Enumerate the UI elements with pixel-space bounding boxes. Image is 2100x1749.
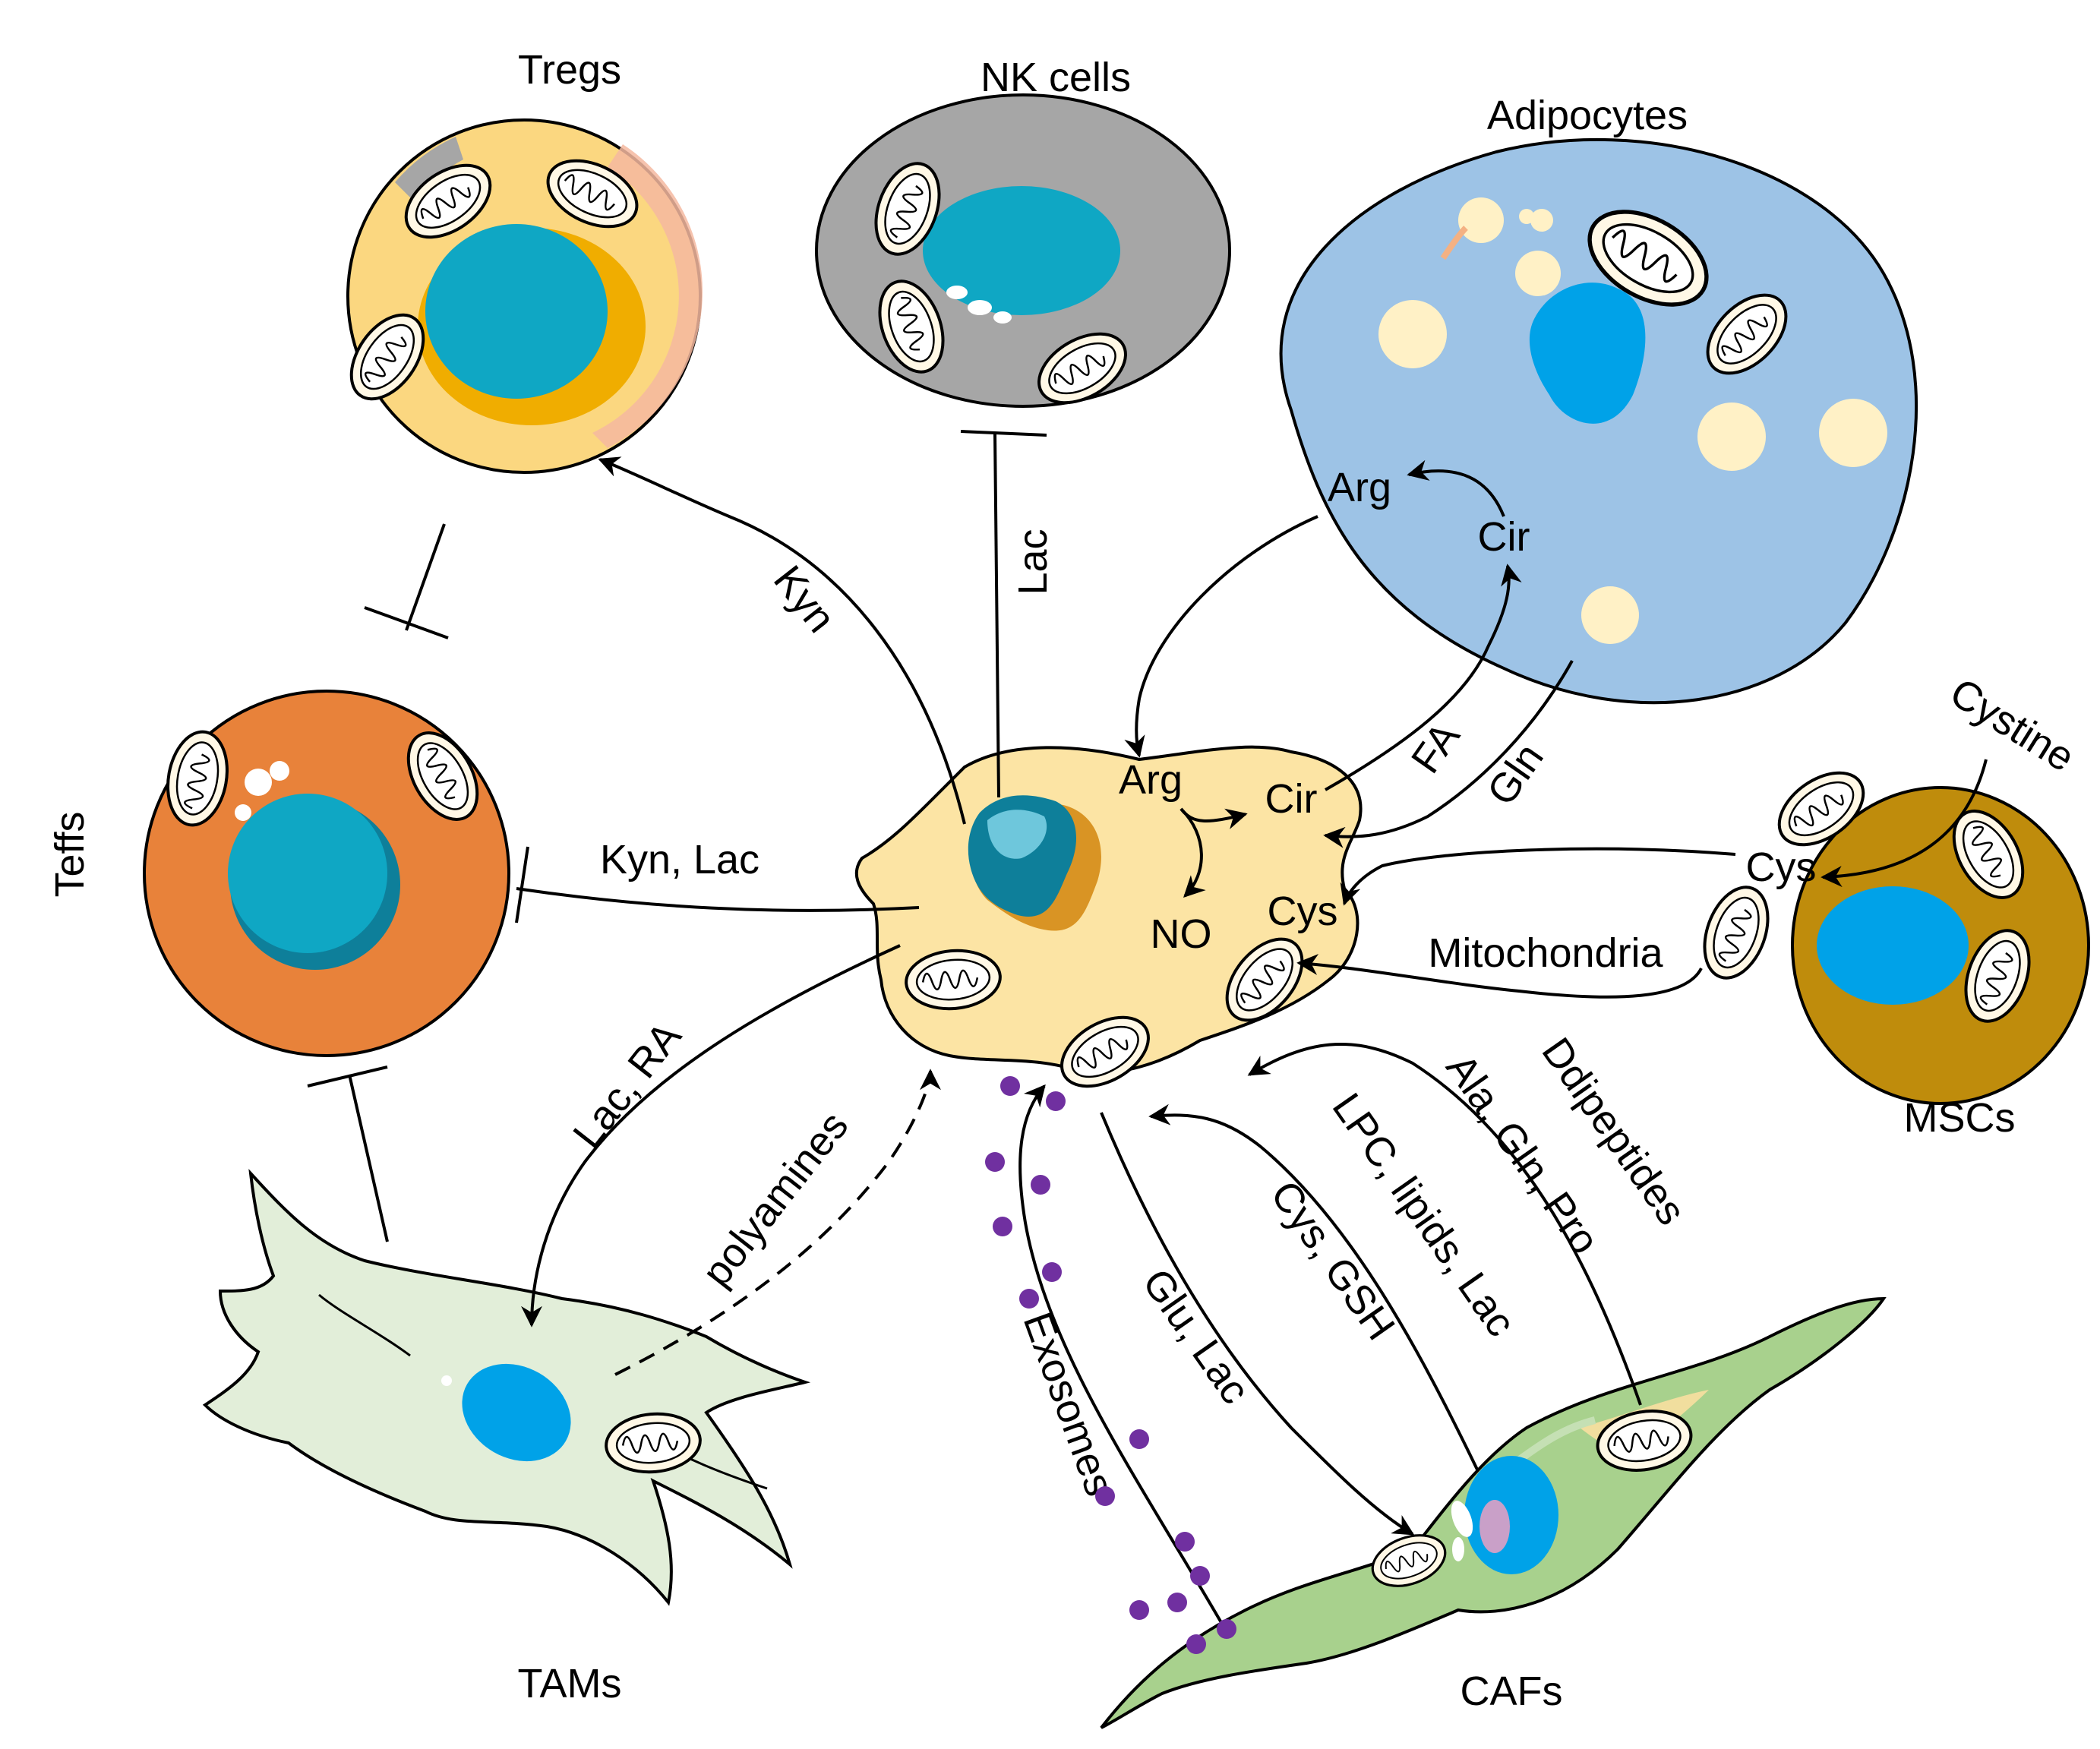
exosome-dots — [985, 1076, 1236, 1654]
adipocytes-label: Adipocytes — [1487, 93, 1688, 138]
exosome-dot — [1186, 1634, 1206, 1654]
tams-nucleus — [462, 1363, 571, 1462]
nk-cell — [815, 93, 1231, 418]
tregs-inhibit-teffs-edge — [405, 523, 446, 631]
teffs-label: Teffs — [47, 811, 93, 897]
glu-lac-arrow — [1100, 1112, 1415, 1536]
cystine-label: Cystine — [1942, 670, 2082, 781]
kyn-label: Kyn — [765, 557, 845, 641]
cystine-to-cys-arrow — [1821, 759, 1988, 888]
exosome-dot — [1019, 1289, 1039, 1309]
lac-ra-label: Lac, RA — [564, 1014, 690, 1157]
cafs-label: CAFs — [1461, 1668, 1563, 1714]
exosomes-arrow — [1018, 1084, 1224, 1627]
tregs-cell — [335, 118, 703, 474]
tams-inhibit-teffs-edge — [348, 1074, 389, 1242]
mscs-cell — [1691, 756, 2090, 1105]
exosome-dot — [1042, 1262, 1062, 1282]
mitochondria-arrow — [1296, 953, 1703, 999]
tams-inhibit-teffs-bar — [307, 1066, 388, 1088]
cys-gsh-label: Cys, GSH — [1262, 1173, 1404, 1348]
exosome-dot — [1175, 1532, 1195, 1552]
exosome-dot — [1046, 1091, 1066, 1111]
exosome-dot — [1167, 1593, 1187, 1612]
ddipeptides-arrow — [1247, 1042, 1642, 1406]
msc-cys-label: Cys — [1746, 845, 1817, 890]
lac-inhibit-nk-bar — [960, 430, 1047, 437]
mscs-label: MSCs — [1904, 1095, 2016, 1141]
polyamines-arrow — [614, 1069, 941, 1376]
lac-nk-label: Lac — [1010, 529, 1056, 595]
tumor-arg-label: Arg — [1119, 757, 1183, 803]
adipocyte-cell — [1279, 138, 1918, 705]
exosome-dot — [1095, 1486, 1115, 1506]
adipocyte-arg-label: Arg — [1328, 465, 1391, 510]
lac-inhibit-nk-edge — [993, 432, 1000, 798]
gln-label: Gln — [1479, 735, 1552, 813]
tumor-cir-label: Cir — [1265, 776, 1318, 822]
tregs-inhibit-teffs-bar — [364, 606, 449, 639]
tumor-cys-label: Cys — [1268, 889, 1338, 934]
lpc-arrow — [1148, 1103, 1479, 1470]
mscs-nucleus — [1817, 886, 1969, 1005]
kyn-lac-inhibit-edge — [516, 887, 920, 912]
msc-cys-arrow — [1340, 847, 1736, 906]
kyn-lac-inhibit-bar — [515, 846, 529, 923]
adipocyte-arg-arrow — [1124, 515, 1318, 758]
mitochondria-label: Mitochondria — [1428, 930, 1663, 976]
tams-label: TAMs — [518, 1661, 622, 1706]
tumor-no-label: NO — [1151, 911, 1212, 957]
exosome-dot — [993, 1217, 1012, 1236]
exosomes-label: Exosomes — [1015, 1306, 1123, 1501]
tregs-label: Tregs — [518, 47, 621, 93]
kyn-lac-label: Kyn, Lac — [600, 837, 759, 882]
arg-to-no-arrow — [1179, 807, 1206, 898]
glu-lac-label: Glu, Lac — [1133, 1261, 1258, 1412]
exosome-dot — [1129, 1429, 1149, 1449]
tams-cell — [202, 1169, 811, 1606]
exosome-dot — [1031, 1175, 1050, 1195]
adipocyte-cir-label: Cir — [1478, 514, 1530, 560]
lac-ra-arrow — [521, 944, 901, 1328]
exosome-dot — [1217, 1619, 1236, 1639]
cafs-cell — [1100, 1296, 1887, 1729]
fa-arrow — [1325, 564, 1522, 791]
cir-to-arg-arrow — [1407, 459, 1505, 517]
exosome-dot — [1129, 1600, 1149, 1620]
gln-arrow — [1323, 660, 1574, 848]
tregs-nucleus — [425, 224, 608, 399]
exosome-dot — [985, 1152, 1005, 1172]
cafs-nucleus — [1464, 1456, 1558, 1574]
adipocyte-nucleus — [1529, 283, 1646, 424]
teffs-nucleus — [228, 794, 387, 953]
polyamines-label: polyamines — [693, 1103, 857, 1295]
nk-label: NK cells — [981, 55, 1131, 100]
exosome-dot — [1190, 1566, 1210, 1586]
nk-nucleus — [923, 186, 1120, 315]
exosome-dot — [1000, 1076, 1020, 1096]
teffs-cell — [143, 688, 510, 1057]
fa-label: FA — [1403, 714, 1469, 781]
kyn-arrow — [598, 456, 966, 825]
